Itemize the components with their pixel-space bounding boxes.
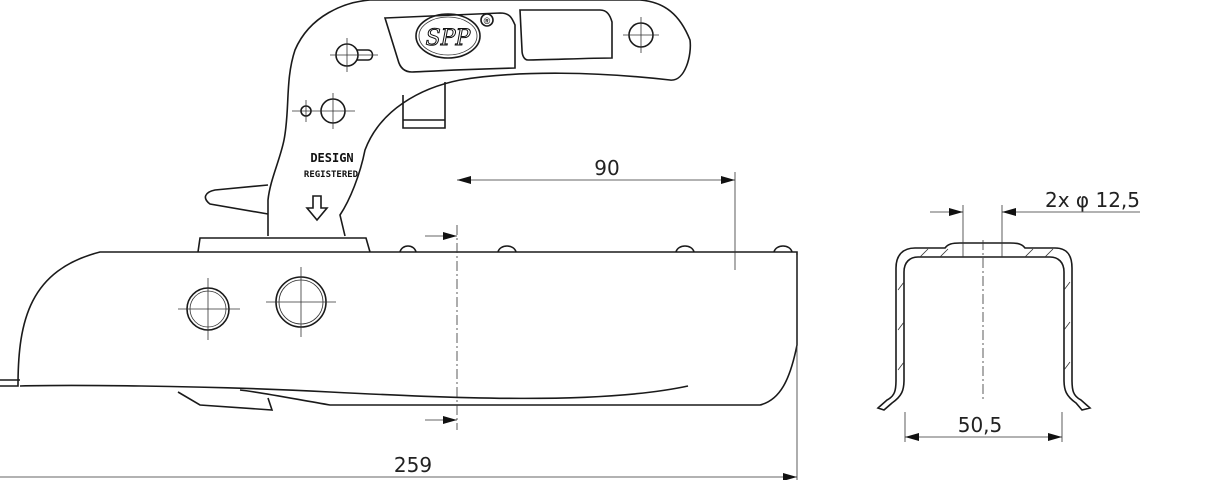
logo-text: SPP xyxy=(426,26,472,51)
dimension-90: 90 xyxy=(594,156,619,180)
spp-logo xyxy=(415,13,481,59)
handle: SPP ® DESIGN REGISTERED xyxy=(204,0,692,237)
dimension-259: 259 xyxy=(394,453,432,477)
dimensions: 90 259 xyxy=(0,156,798,480)
registered-mark: ® xyxy=(484,16,491,26)
profile-section: 2x φ 12,5 50,5 xyxy=(876,188,1140,442)
arrow-down-icon xyxy=(305,195,329,222)
label-registered: REGISTERED xyxy=(304,170,359,180)
label-design: DESIGN xyxy=(310,151,353,165)
coupling-body xyxy=(0,225,798,430)
dimension-holes: 2x φ 12,5 xyxy=(1045,188,1140,212)
dimension-50-5: 50,5 xyxy=(958,413,1003,437)
